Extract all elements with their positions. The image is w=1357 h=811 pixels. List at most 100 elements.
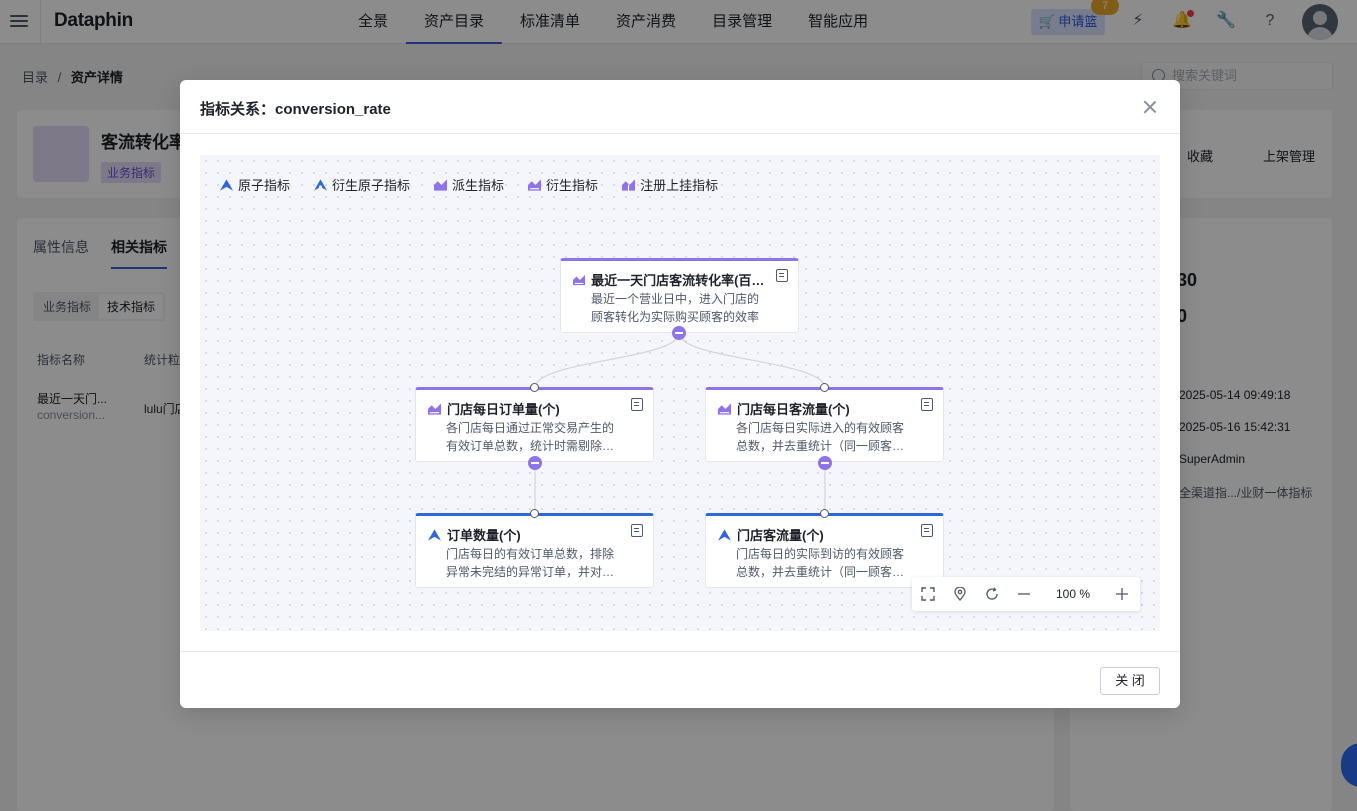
collapse-toggle-icon[interactable] [672,326,686,340]
tab-related-metrics[interactable]: 相关指标 [111,237,167,269]
graph-node-traffic-daily[interactable]: 门店每日客流量(个) 各门店每日实际进入的有效顾客总数，并去重统计（同一顾客多次… [705,387,944,462]
input-port [820,383,829,392]
top-bar: Dataphin 全景 资产目录 标准清单 资产消费 目录管理 智能应用 🛒 申… [0,0,1357,44]
registered-icon [622,178,636,191]
fullscreen-icon[interactable] [912,577,944,611]
relation-graph-canvas[interactable]: 原子指标 衍生原子指标 派生指标 衍生指标 注册上挂指标 [200,155,1160,631]
derived-icon [528,178,542,191]
created-time: 2025-05-14 09:49:18 [1179,388,1291,402]
legend-label: 衍生指标 [546,178,599,193]
graph-node-order-count[interactable]: 订单数量(个) 门店每日的有效订单总数，排除异常未完结的异常订单，并对订单去重 [415,513,654,588]
node-header: 门店客流量(个) [718,525,913,544]
edge-root-orders [534,332,680,389]
input-port [820,509,829,518]
zoom-level: 100 % [1040,587,1106,601]
zoom-out-icon[interactable] [1008,577,1040,611]
metric-type-switch: 业务指标 技术指标 [33,292,166,321]
legend-item-registered: 注册上挂指标 [622,175,718,194]
node-description: 各门店每日实际进入的有效顾客总数，并去重统计（同一顾客多次进入） [736,421,905,453]
dialog-header: 指标关系：conversion_rate [180,80,1180,134]
close-icon[interactable] [1142,99,1158,115]
node-header: 门店每日订单量(个) [428,399,623,418]
catalog-path: 全渠道指.../业财一体指标 [1179,486,1313,500]
detail-icon[interactable] [921,524,933,537]
locate-icon[interactable] [944,577,976,611]
asset-type-tag: 业务指标 [101,162,162,183]
zoom-toolbar: 100 % [912,577,1140,611]
dialog-footer: 关 闭 [180,651,1180,708]
cart-count-badge: 7 [1091,0,1119,15]
input-port [530,509,539,518]
breadcrumb-separator: / [57,70,62,85]
metric-relation-dialog: 指标关系：conversion_rate 原子指标 衍生原子指标 派生指标 衍生… [180,80,1180,708]
detail-icon[interactable] [921,398,933,411]
subtab-technical[interactable]: 技术指标 [99,294,164,319]
legend-item-derivative: 派生指标 [434,175,504,194]
node-description: 最近一个营业日中，进入门店的顾客转化为实际购买顾客的效率 [591,292,760,324]
collapse-toggle-icon[interactable] [528,456,542,470]
cart-label: 申请篮 [1058,14,1098,29]
detail-tabs: 属性信息 相关指标 [33,237,167,269]
edge-layer [534,332,826,515]
updated-time: 2025-05-16 15:42:31 [1179,420,1291,434]
atomic-icon [718,528,731,541]
dialog-title: 指标关系：conversion_rate [200,101,391,118]
main-nav: 全景 资产目录 标准清单 资产消费 目录管理 智能应用 [340,0,886,44]
node-description: 门店每日的有效订单总数，排除异常未完结的异常订单，并对订单去重 [446,547,615,579]
graph-node-orders-daily[interactable]: 门店每日订单量(个) 各门店每日通过正常交易产生的有效订单总数，统计时需剔除异常… [415,387,654,462]
nav-item-standards[interactable]: 标准清单 [520,13,581,30]
menu-icon[interactable] [10,12,28,32]
legend-label: 注册上挂指标 [640,178,719,193]
graph-node-root[interactable]: 最近一天门店客流转化率(百分比) 最近一个营业日中，进入门店的顾客转化为实际购买… [560,258,799,333]
atomic-icon [220,178,233,191]
side-stat-2: 0 [1177,306,1188,326]
nav-item-asset-catalog[interactable]: 资产目录 [406,0,503,44]
breadcrumb-root[interactable]: 目录 [22,70,49,85]
lightning-icon[interactable]: ⚡ [1132,12,1144,29]
asset-title: 客流转化率 [101,133,186,152]
derived-atomic-icon [314,178,328,191]
legend-item-atomic: 原子指标 [220,175,290,194]
row-metric-name[interactable]: 最近一天门... [37,392,108,406]
zoom-value: 100 [1055,587,1076,601]
derived-icon [573,274,586,285]
assistant-bubble-icon[interactable] [1341,743,1357,787]
refresh-icon[interactable] [976,577,1008,611]
legend-item-derived-atomic: 衍生原子指标 [314,175,410,194]
detail-icon[interactable] [631,398,643,411]
owner-name: SuperAdmin [1179,452,1246,466]
cart-button[interactable]: 🛒 申请篮 [1031,9,1105,35]
divider [40,0,41,44]
collapse-toggle-icon[interactable] [818,456,832,470]
node-title: 门店客流量(个) [737,528,824,543]
graph-node-traffic-count[interactable]: 门店客流量(个) 门店每日的实际到访的有效顾客总数，并去重统计（同一顾客多次进入… [705,513,944,588]
publish-manage-button[interactable]: 上架管理 [1263,149,1316,164]
node-header: 订单数量(个) [428,525,623,544]
wrench-icon[interactable]: 🔧 [1216,12,1236,29]
detail-icon[interactable] [776,269,788,282]
legend-label: 派生指标 [452,178,505,193]
app-logo[interactable]: Dataphin [54,10,133,31]
node-header: 门店每日客流量(个) [718,399,913,418]
graph-legend: 原子指标 衍生原子指标 派生指标 衍生指标 注册上挂指标 [220,175,718,194]
nav-item-asset-consumption[interactable]: 资产消费 [616,13,677,30]
side-stat-1: 30 [1177,270,1198,290]
close-button[interactable]: 关 闭 [1100,667,1160,695]
zoom-unit: % [1079,587,1091,601]
nav-item-overview[interactable]: 全景 [358,13,389,30]
subtab-business[interactable]: 业务指标 [43,300,92,314]
detail-icon[interactable] [631,524,643,537]
node-header: 最近一天门店客流转化率(百分比) [573,270,768,289]
zoom-in-icon[interactable] [1106,577,1138,611]
node-description: 各门店每日通过正常交易产生的有效订单总数，统计时需剔除异常订单 [446,421,615,453]
node-title: 最近一天门店客流转化率(百分比) [591,273,768,288]
node-title: 订单数量(个) [447,528,521,543]
favorite-button[interactable]: 收藏 [1187,149,1214,164]
user-avatar[interactable] [1302,4,1338,40]
tab-attributes[interactable]: 属性信息 [33,239,89,255]
nav-item-smart-apps[interactable]: 智能应用 [808,13,869,30]
nav-item-catalog-management[interactable]: 目录管理 [712,13,773,30]
bell-icon[interactable]: 🔔 [1172,12,1192,29]
help-icon[interactable]: ? [1265,12,1275,29]
derivative-icon [434,178,448,191]
